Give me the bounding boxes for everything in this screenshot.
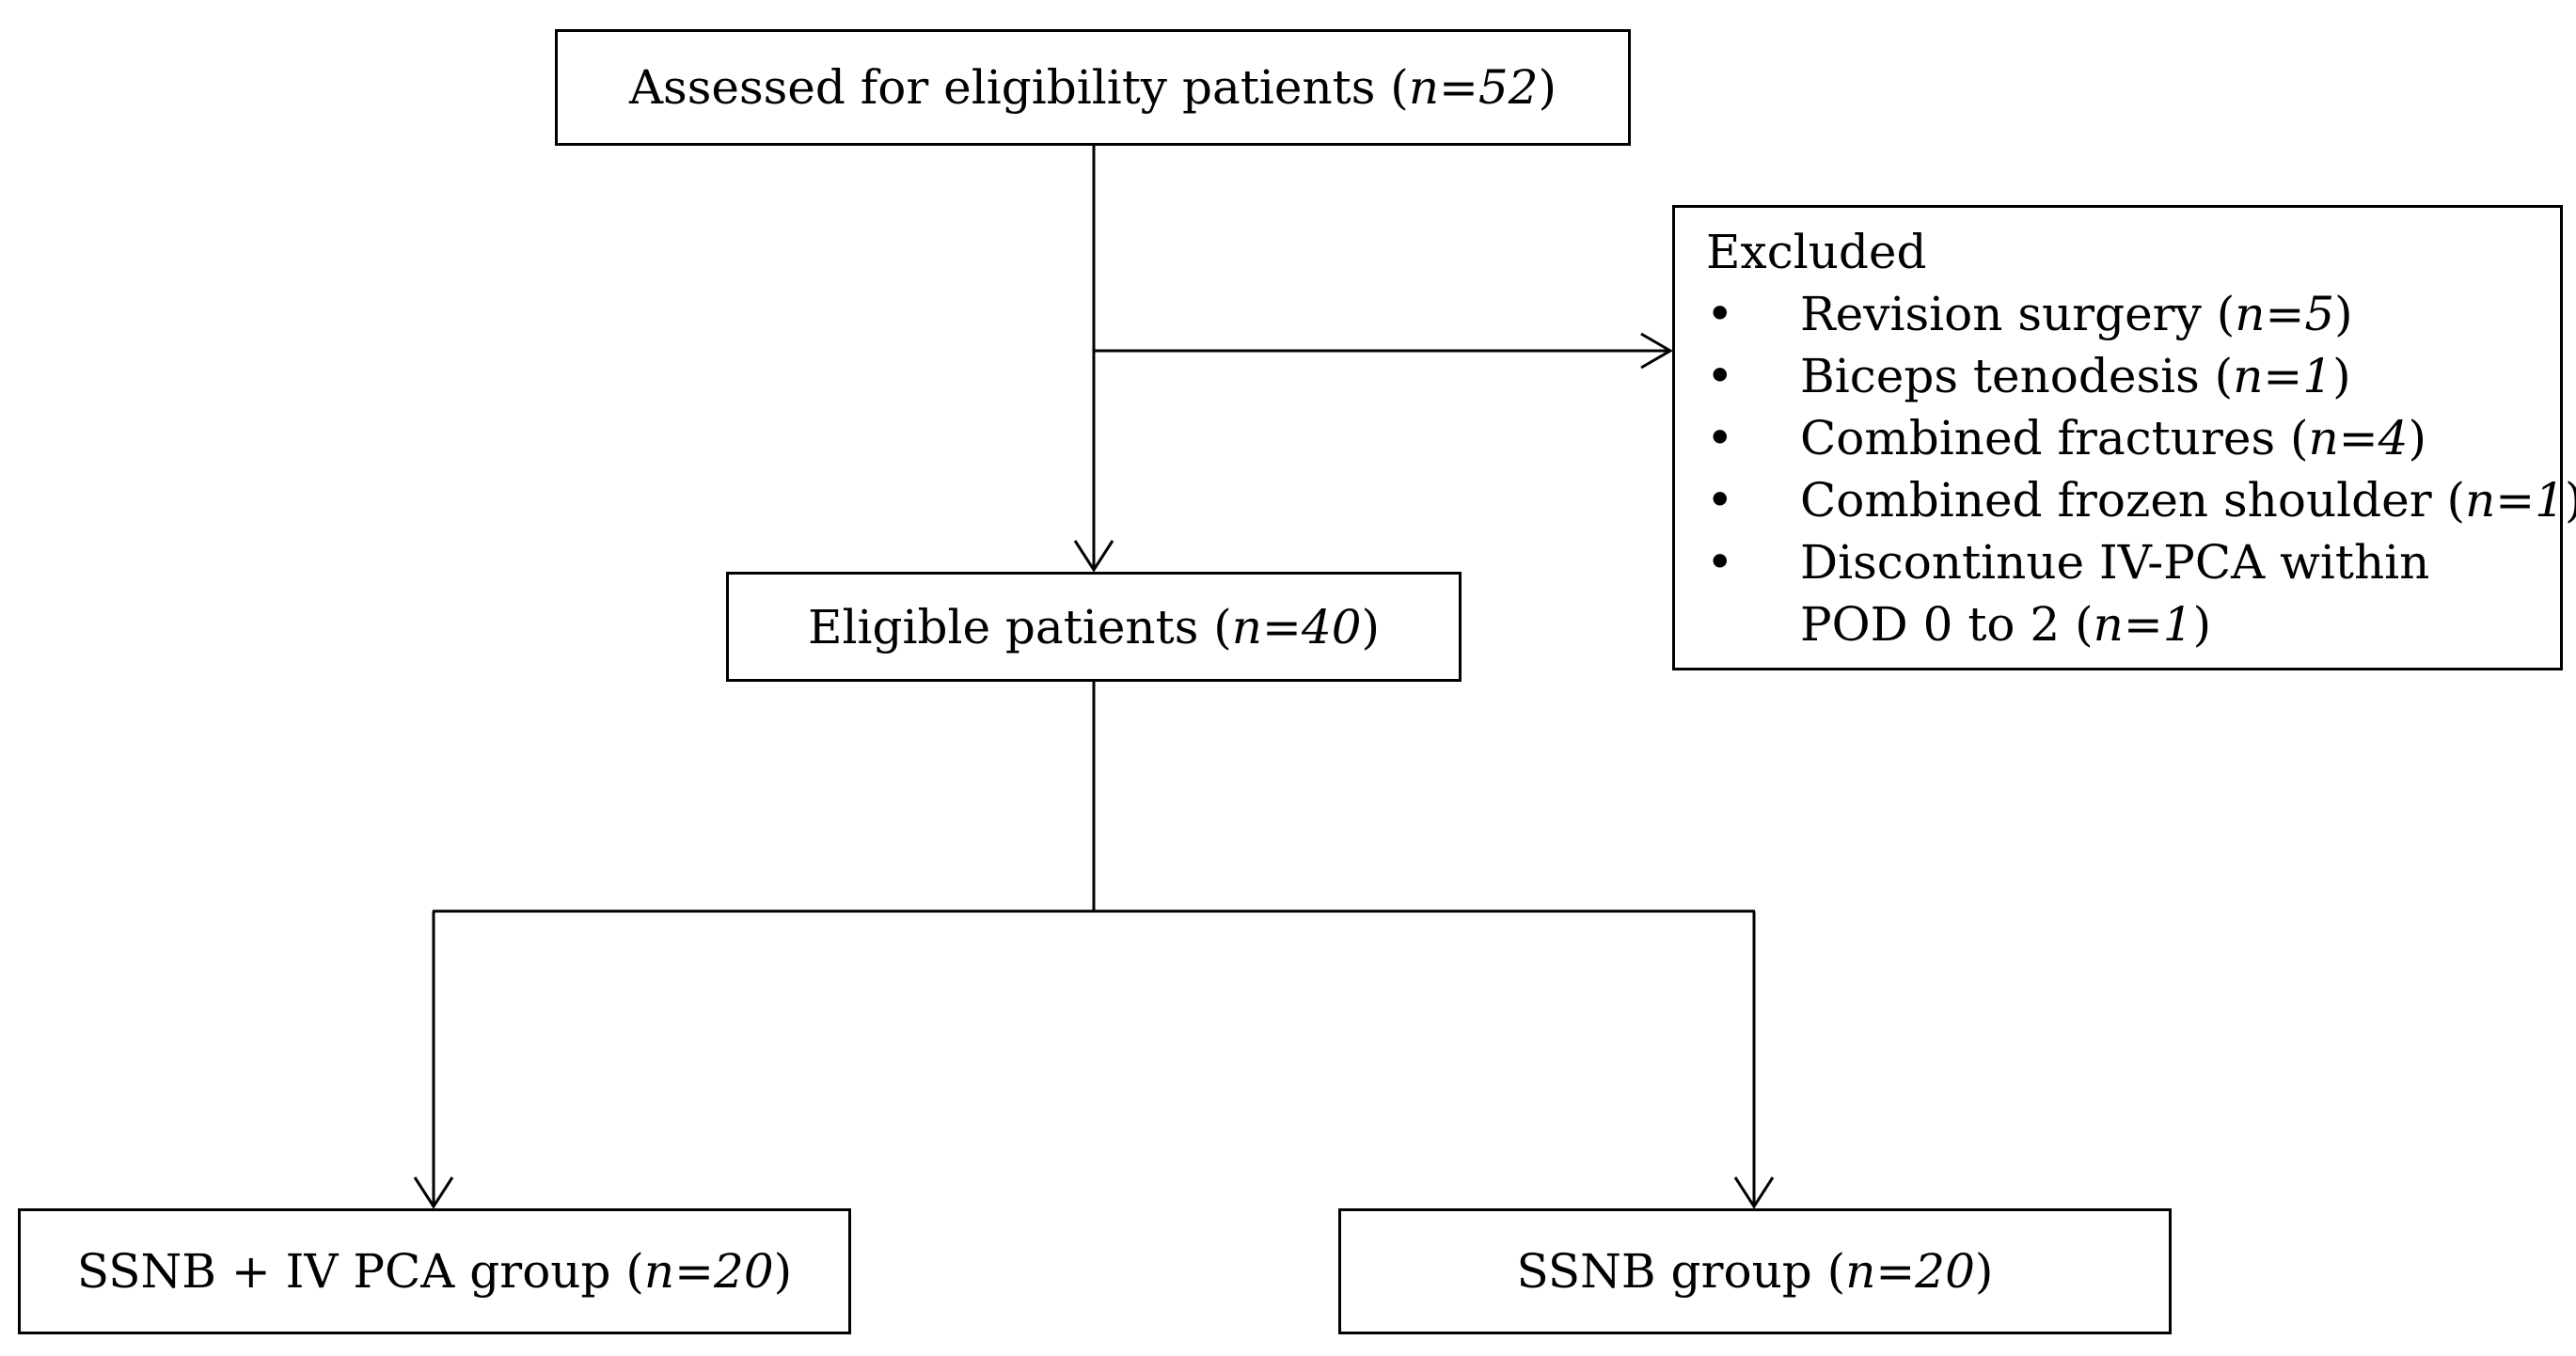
group-box-ssnb: SSNB group (n=20) bbox=[1338, 1208, 2172, 1334]
excluded-item-n-value: =1 bbox=[2495, 473, 2565, 528]
excluded-item-n-value: =4 bbox=[2338, 411, 2409, 465]
excluded-item-n-symbol: n bbox=[2235, 287, 2266, 341]
arrowhead-group-b bbox=[1733, 1176, 1775, 1209]
excluded-box: Excluded • Revision surgery (n=5) • Bice… bbox=[1672, 205, 2576, 670]
excluded-item: • Revision surgery (n=5) bbox=[1706, 283, 2560, 345]
arrowhead-group-a bbox=[413, 1176, 454, 1209]
excluded-item-n-symbol: n bbox=[2308, 411, 2339, 465]
excluded-item-label: Biceps tenodesis bbox=[1800, 349, 2200, 403]
bullet-marker: • bbox=[1706, 411, 1734, 465]
bullet-marker: • bbox=[1706, 473, 1734, 528]
eligible-n-value: =40 bbox=[1261, 599, 1362, 654]
eligible-label: Eligible patients bbox=[807, 599, 1199, 654]
excluded-item-n-value: =1 bbox=[2123, 597, 2193, 652]
group-n-symbol: n bbox=[1845, 1244, 1876, 1299]
excluded-item-n-symbol: n bbox=[2233, 349, 2264, 403]
assessed-n-value: =52 bbox=[1439, 60, 1539, 115]
excluded-item-label: Revision surgery bbox=[1800, 287, 2202, 341]
group-box-ssnb-iv-pca: SSNB + IV PCA group (n=20) bbox=[18, 1208, 851, 1334]
excluded-item-continuation: POD 0 to 2 (n=1) bbox=[1800, 597, 2212, 652]
excluded-item: • Combined frozen shoulder (n=1) bbox=[1706, 469, 2576, 531]
eligible-n-symbol: n bbox=[1231, 599, 1262, 654]
excluded-item-label: Combined frozen shoulder bbox=[1800, 473, 2432, 528]
excluded-item-n-value: =1 bbox=[2263, 349, 2333, 403]
group-label: SSNB + IV PCA group bbox=[76, 1244, 611, 1299]
bullet-marker: • bbox=[1706, 349, 1734, 403]
excluded-item-n-symbol: n bbox=[2093, 597, 2124, 652]
bullet-marker: • bbox=[1706, 535, 1734, 590]
eligible-box: Eligible patients (n=40) bbox=[726, 572, 1462, 682]
group-label: SSNB group bbox=[1516, 1244, 1812, 1299]
group-n-value: =20 bbox=[674, 1244, 774, 1299]
arrowhead-eligible bbox=[1073, 540, 1114, 573]
excluded-item: • Discontinue IV-PCA within POD 0 to 2 (… bbox=[1706, 531, 2560, 655]
group-n-value: =20 bbox=[1875, 1244, 1975, 1299]
excluded-item-n-symbol: n bbox=[2465, 473, 2496, 528]
bullet-marker: • bbox=[1706, 287, 1734, 341]
excluded-title: Excluded bbox=[1706, 225, 1927, 279]
excluded-item-label: Combined fractures bbox=[1800, 411, 2276, 465]
assessed-n-symbol: n bbox=[1408, 60, 1440, 115]
arrowhead-excluded bbox=[1640, 332, 1673, 370]
excluded-list: • Revision surgery (n=5) • Biceps tenode… bbox=[1706, 283, 2576, 655]
group-n-symbol: n bbox=[643, 1244, 675, 1299]
excluded-item: • Biceps tenodesis (n=1) bbox=[1706, 345, 2560, 407]
assessed-label: Assessed for eligibility patients bbox=[628, 60, 1376, 115]
assessed-box: Assessed for eligibility patients (n=52) bbox=[555, 29, 1631, 146]
excluded-item-label-cont: POD 0 to 2 bbox=[1800, 597, 2061, 652]
excluded-item: • Combined fractures (n=4) bbox=[1706, 407, 2560, 469]
excluded-item-n-value: =5 bbox=[2265, 287, 2335, 341]
excluded-item-label: Discontinue IV-PCA within bbox=[1800, 535, 2430, 590]
